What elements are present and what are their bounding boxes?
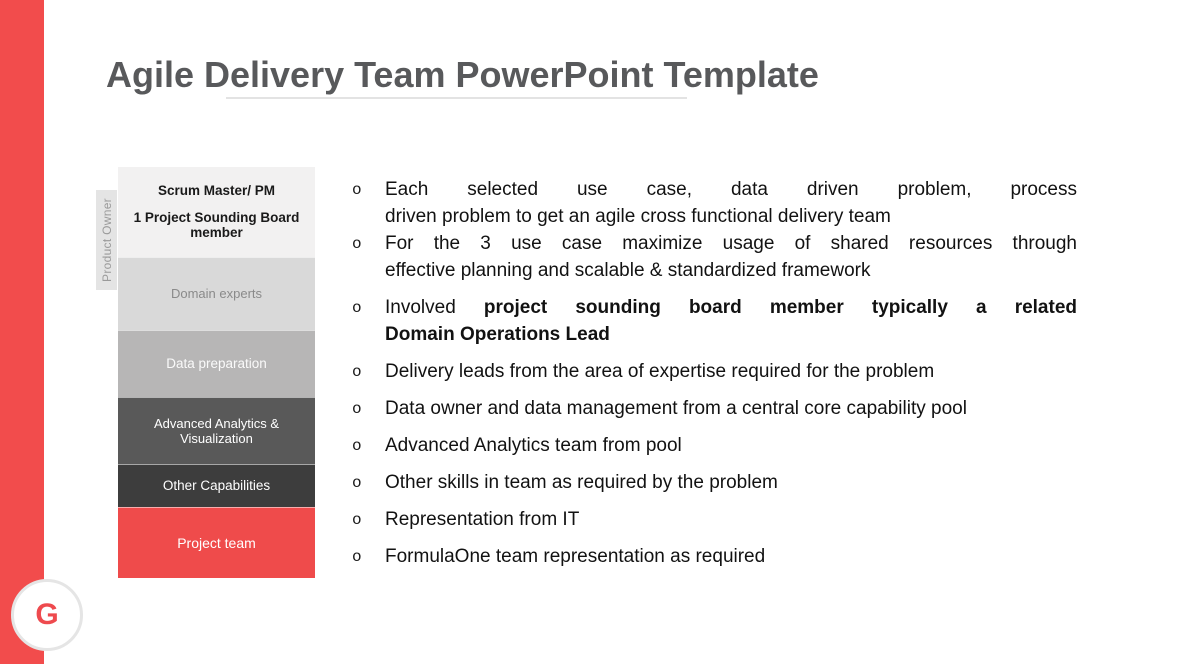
bullet-item: o Delivery leads from the area of experti…	[352, 358, 1077, 385]
bullet-text-segment: Representation from IT	[385, 509, 580, 530]
bullet-line: Other skills in team as required by the …	[385, 469, 1077, 496]
stack-box-label: Advanced Analytics & Visualization	[153, 415, 280, 446]
bullet-marker: o	[352, 181, 362, 199]
stack-box-advanced-analytics: Advanced Analytics & Visualization	[118, 397, 315, 464]
stack-box-label: 1 Project Sounding Board member	[133, 209, 300, 241]
stack-box-scrum-master: Scrum Master/ PM 1 Project Sounding Board…	[118, 167, 315, 257]
stack-box-domain-experts: Domain experts	[118, 257, 315, 330]
product-owner-vertical-label: Product Owner	[96, 190, 117, 290]
bullet-item: o For the 3 use case maximize usage of sh…	[352, 230, 1077, 284]
bullet-marker: o	[352, 235, 362, 253]
product-owner-label-text: Product Owner	[99, 198, 114, 282]
bullet-marker: o	[352, 511, 362, 529]
bullet-text-segment: project sounding board member typically …	[483, 297, 1077, 318]
bullet-item: o Other skills in team as required by the…	[352, 469, 1077, 496]
stack-box-label: Other Capabilities	[162, 478, 271, 494]
bullet-line: Delivery leads from the area of expertis…	[385, 358, 1077, 385]
bullet-item: o Data owner and data management from a c…	[352, 395, 1077, 422]
bullet-text-segment: Other skills in team as required by the …	[385, 472, 778, 493]
bullet-line: Involved project sounding board member t…	[385, 294, 1077, 321]
bullet-line: driven problem to get an agile cross fun…	[385, 203, 1077, 230]
bullet-marker: o	[352, 299, 362, 317]
bullet-text-segment: Delivery leads from the area of expertis…	[385, 361, 935, 382]
bullet-list: o Each selected use case, data driven pro…	[352, 176, 1077, 570]
bullet-text-segment: For the 3 use case maximize usage of sha…	[385, 233, 1077, 254]
page-title: Agile Delivery Team PowerPoint Template	[106, 54, 819, 96]
bullet-item: o Each selected use case, data driven pro…	[352, 176, 1077, 230]
bullet-text-segment: Involved	[385, 297, 484, 318]
team-stack-diagram: Scrum Master/ PM 1 Project Sounding Board…	[118, 167, 315, 578]
logo-badge: G	[11, 579, 83, 651]
bullet-item: o Involved project sounding board member …	[352, 294, 1077, 348]
bullet-text-segment: Data owner and data management from a ce…	[385, 398, 967, 419]
logo-letter: G	[35, 598, 59, 631]
stack-box-project-team: Project team	[118, 507, 315, 578]
bullet-item: o Advanced Analytics team from pool	[352, 432, 1077, 459]
stack-box-label: Project team	[177, 534, 256, 551]
stack-box-data-preparation: Data preparation	[118, 330, 315, 397]
bullet-line: effective planning and scalable & standa…	[385, 257, 1077, 284]
bullet-line: Each selected use case, data driven prob…	[385, 176, 1077, 203]
stack-box-label: Data preparation	[166, 356, 267, 372]
bullet-marker: o	[352, 400, 362, 418]
bullet-marker: o	[352, 437, 362, 455]
bullet-marker: o	[352, 363, 362, 381]
left-accent-bar	[0, 0, 44, 664]
stack-box-label: Domain experts	[170, 286, 263, 302]
bullet-marker: o	[352, 548, 362, 566]
bullet-text-segment: FormulaOne team representation as requir…	[385, 546, 766, 567]
bullet-text-segment: Domain Operations Lead	[385, 324, 610, 345]
bullet-line: Domain Operations Lead	[385, 321, 1077, 348]
bullet-text-segment: Each selected use case, data driven prob…	[385, 179, 1077, 200]
bullet-line: Advanced Analytics team from pool	[385, 432, 1077, 459]
bullet-line: For the 3 use case maximize usage of sha…	[385, 230, 1077, 257]
title-divider	[226, 97, 687, 99]
stack-box-label: Scrum Master/ PM	[157, 182, 276, 198]
stack-box-other-capabilities: Other Capabilities	[118, 464, 315, 507]
bullet-text-segment: driven problem to get an agile cross fun…	[385, 206, 891, 227]
bullet-marker: o	[352, 474, 362, 492]
bullet-line: Data owner and data management from a ce…	[385, 395, 1077, 422]
bullet-text-segment: Advanced Analytics team from pool	[385, 435, 682, 456]
bullet-item: o FormulaOne team representation as requi…	[352, 543, 1077, 570]
bullet-item: o Representation from IT	[352, 506, 1077, 533]
bullet-line: Representation from IT	[385, 506, 1077, 533]
bullet-text-segment: effective planning and scalable & standa…	[385, 260, 871, 281]
bullet-line: FormulaOne team representation as requir…	[385, 543, 1077, 570]
